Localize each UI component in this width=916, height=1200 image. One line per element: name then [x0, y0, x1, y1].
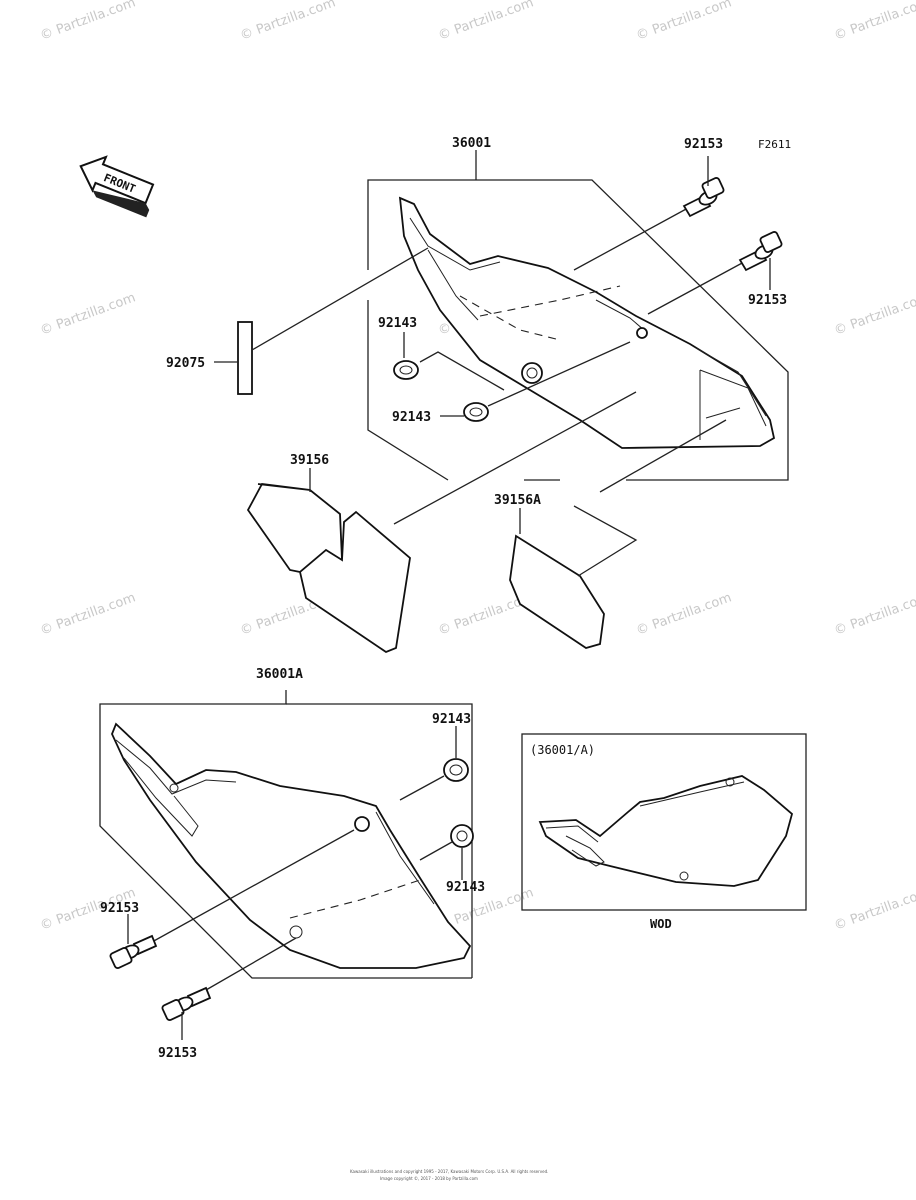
bolt-92153-d [161, 937, 297, 1021]
bolt-92153-c [109, 829, 355, 969]
watermark: © Partzilla.com [238, 0, 337, 44]
watermark: © Partzilla.com [38, 590, 137, 638]
watermark: © Partzilla.com [634, 590, 733, 638]
label-36001A: 36001A [256, 667, 303, 682]
grommet-92143-d [419, 824, 474, 861]
label-92143-d: 92143 [446, 880, 485, 895]
label-92153-b: 92153 [748, 293, 787, 308]
strip-92075 [237, 247, 429, 395]
frame-36001A [99, 690, 473, 979]
variant-label: (36001/A) [530, 743, 595, 757]
variant-caption: WOD [650, 917, 672, 931]
side-cover-36001 [398, 196, 776, 449]
label-92143-b: 92143 [392, 410, 431, 425]
label-92143-a: 92143 [378, 316, 417, 331]
side-cover-36001A [111, 722, 472, 969]
label-36001: 36001 [452, 136, 491, 151]
label-92153-c: 92153 [100, 901, 139, 916]
decal-39156A [509, 419, 727, 649]
footer-line: Image copyright ©, 2017 - 2018 by Partzi… [380, 1176, 478, 1181]
label-92153-d: 92153 [158, 1046, 197, 1061]
watermark: © Partzilla.com [436, 0, 535, 44]
label-39156: 39156 [290, 453, 329, 468]
label-39156A: 39156A [494, 493, 541, 508]
front-arrow-icon: FRONT [79, 155, 155, 218]
label-92153-a: 92153 [684, 137, 723, 152]
watermark: © Partzilla.com [832, 590, 916, 638]
label-92075: 92075 [166, 356, 205, 371]
figure-code: F2611 [758, 138, 791, 151]
watermark: © Partzilla.com [832, 0, 916, 44]
variant-inset: (36001/A) [521, 733, 807, 911]
bolt-92153-a [573, 177, 725, 271]
frame-36001 [367, 150, 789, 481]
watermark: © Partzilla.com [634, 0, 733, 44]
watermark: © Partzilla.com [38, 0, 137, 44]
watermark: © Partzilla.com [832, 290, 916, 338]
watermark: © Partzilla.com [38, 290, 137, 338]
grommet-92143-c [399, 758, 469, 801]
grommet-92143-b [463, 341, 631, 422]
decal-39156 [246, 391, 637, 654]
watermark: © Partzilla.com [832, 885, 916, 933]
label-92143-c: 92143 [432, 712, 471, 727]
bolt-92153-b [647, 231, 783, 315]
footer-line: Kawasaki illustrations and copyright 199… [350, 1169, 548, 1174]
grommet-92143-a [393, 351, 505, 391]
